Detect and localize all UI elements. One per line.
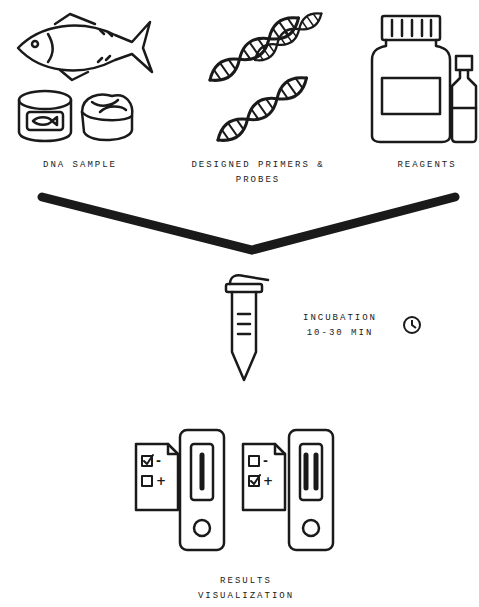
result-icons bbox=[136, 430, 333, 550]
clock-icon bbox=[404, 317, 420, 333]
fish-icon bbox=[18, 14, 152, 141]
check-sign: + bbox=[156, 475, 166, 487]
icon-caption: REAGENTS bbox=[378, 158, 476, 173]
result-caption: RESULTS VISUALIZATION bbox=[186, 574, 306, 604]
reagent-icons bbox=[372, 16, 476, 142]
merge-funnel bbox=[42, 197, 455, 250]
tube-icon bbox=[226, 275, 268, 380]
icon-caption: DESIGNED PRIMERS & PROBES bbox=[188, 158, 328, 188]
check-sign: + bbox=[263, 475, 273, 487]
icon-caption: DNA SAMPLE bbox=[20, 158, 140, 173]
check-sign: - bbox=[156, 455, 161, 467]
check-sign: - bbox=[263, 455, 268, 467]
dna-icons bbox=[205, 8, 325, 146]
step-caption: INCUBATION 10-30 MIN bbox=[292, 311, 388, 341]
